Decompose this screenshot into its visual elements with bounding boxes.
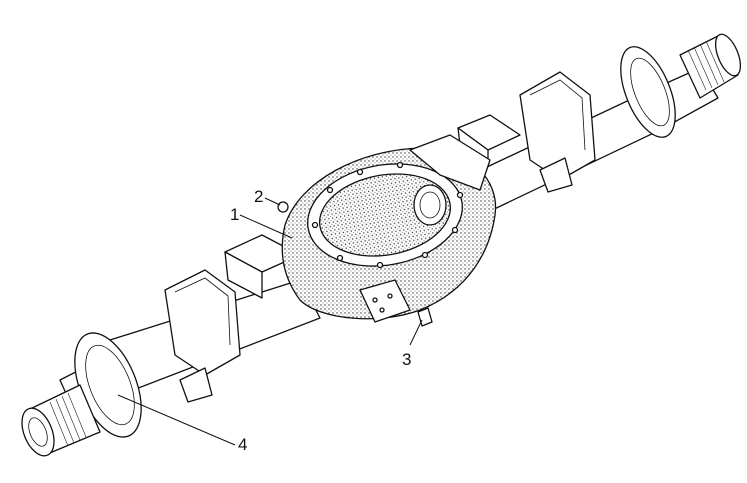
callout-3: 3 xyxy=(402,350,411,369)
leader-line-1 xyxy=(239,214,293,239)
right-axle-tube xyxy=(469,33,742,213)
leader-line-2 xyxy=(264,197,281,206)
left-spring-pad xyxy=(164,269,241,403)
left-center-pad xyxy=(224,234,301,299)
differential-housing xyxy=(281,134,497,323)
callout-1: 1 xyxy=(230,205,239,224)
leader-line-3 xyxy=(409,319,423,346)
breather-plug xyxy=(277,201,289,213)
leader-line-4 xyxy=(117,394,236,446)
callout-2: 2 xyxy=(254,187,263,206)
callout-4: 4 xyxy=(238,435,247,454)
right-spring-pad xyxy=(519,71,596,193)
